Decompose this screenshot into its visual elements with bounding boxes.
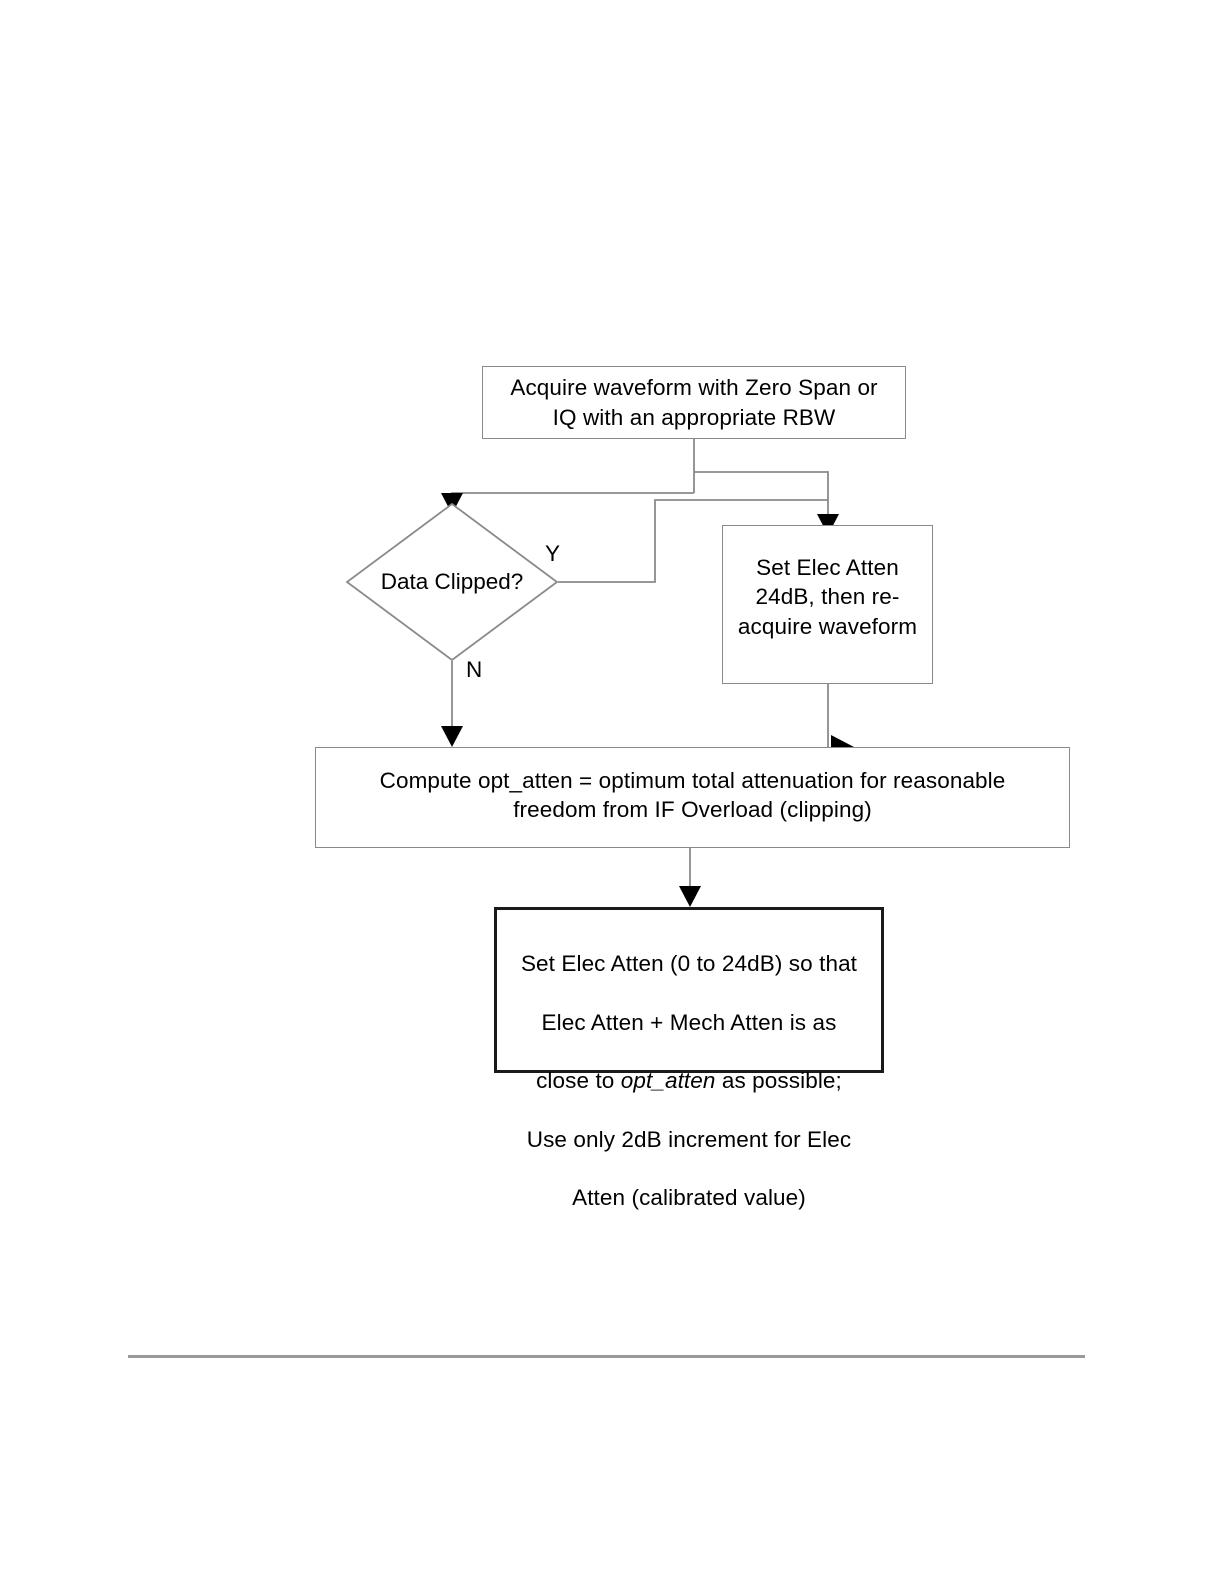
node-acquire-waveform[interactable]: Acquire waveform with Zero Span or IQ wi… xyxy=(482,366,906,439)
final-line-3-suffix: as possible; xyxy=(715,1068,842,1094)
decision-diamond-shape xyxy=(346,503,558,661)
node-compute-opt-atten[interactable]: Compute opt_atten = optimum total attenu… xyxy=(315,747,1070,848)
node-data-clipped-label: Data Clipped? xyxy=(380,569,524,594)
arrowhead-into-set24 xyxy=(817,514,839,535)
edge-acquire-to-decision xyxy=(451,492,694,500)
node-acquire-waveform-label: Acquire waveform with Zero Span or IQ wi… xyxy=(510,375,878,430)
node-set-elec-atten-24db-label: Set Elec Atten 24dB, then re- acquire wa… xyxy=(737,555,918,639)
final-line-3-italic: opt_atten xyxy=(620,1068,716,1094)
node-compute-opt-atten-label: Compute opt_atten = optimum total attenu… xyxy=(379,768,1006,823)
node-set-elec-atten-final[interactable]: Set Elec Atten (0 to 24dB) so that Elec … xyxy=(494,907,884,1210)
final-line-4: Use only 2dB increment for Elec xyxy=(526,1126,852,1152)
edge-acquire-to-set24 xyxy=(694,471,829,521)
node-set-elec-atten-final-label: Set Elec Atten (0 to 24dB) so that Elec … xyxy=(521,920,857,1213)
final-line-2: Elec Atten + Mech Atten is as xyxy=(541,1009,837,1035)
edge-label-no: N xyxy=(466,657,483,682)
node-set-elec-atten-24db[interactable]: Set Elec Atten 24dB, then re- acquire wa… xyxy=(722,525,933,684)
edge-decision-yes xyxy=(558,499,828,583)
arrowhead-into-final xyxy=(679,886,701,907)
node-data-clipped-decision[interactable]: Data Clipped? xyxy=(346,503,558,661)
arrowhead-into-compute-no xyxy=(441,726,463,747)
final-line-1: Set Elec Atten (0 to 24dB) so that xyxy=(520,951,858,977)
footer-divider xyxy=(128,1355,1085,1358)
final-line-3-prefix: close to xyxy=(536,1068,621,1094)
final-line-5: Atten (calibrated value) xyxy=(572,1185,806,1211)
edge-label-yes: Y xyxy=(545,541,561,566)
